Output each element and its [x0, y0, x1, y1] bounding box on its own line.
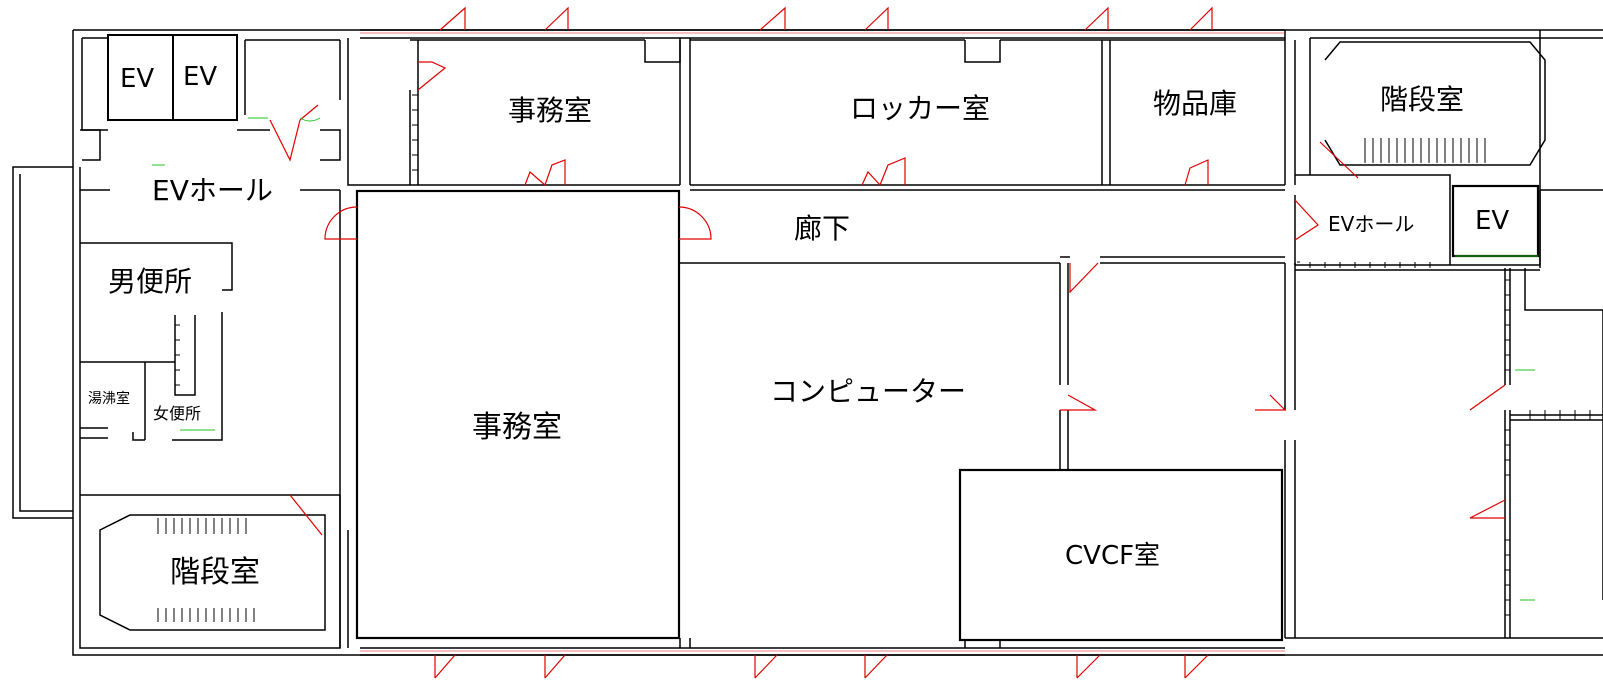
room-label-stairs-bottom-left: 階段室 [170, 555, 260, 590]
room-label-ev-2: EV [183, 62, 218, 92]
room-label-mens-toilet: 男便所 [108, 265, 193, 298]
room-label-stairs-top-right: 階段室 [1380, 83, 1465, 116]
room-label-cvcf-room: CVCF室 [1065, 541, 1161, 571]
room-label-office-top: 事務室 [508, 94, 593, 127]
room-label-office-main: 事務室 [472, 410, 562, 445]
room-label-locker-room: ロッカー室 [850, 92, 991, 125]
room-label-womens-toilet: 女便所 [153, 404, 202, 423]
office-main-box [355, 189, 681, 640]
room-label-corridor: 廊下 [794, 212, 851, 245]
room-label-ev-hall-left: EVホール [152, 174, 273, 207]
room-label-ev-right: EV [1475, 206, 1510, 236]
room-label-kitchenette: 湯沸室 [88, 391, 130, 407]
cvcf-room-box [958, 468, 1284, 642]
office-top-walls [360, 39, 681, 186]
stairs-top-right [1309, 37, 1603, 175]
room-label-computer-room: コンピューター [770, 375, 967, 408]
room-label-ev-hall-right: EVホール [1328, 212, 1415, 236]
building-outline [72, 29, 1603, 656]
mens-toilet-wall [80, 242, 233, 291]
ev-shaft-2 [172, 34, 238, 121]
room-label-storage: 物品庫 [1153, 87, 1238, 120]
left-balcony [12, 166, 73, 519]
room-label-ev-1: EV [120, 64, 155, 94]
